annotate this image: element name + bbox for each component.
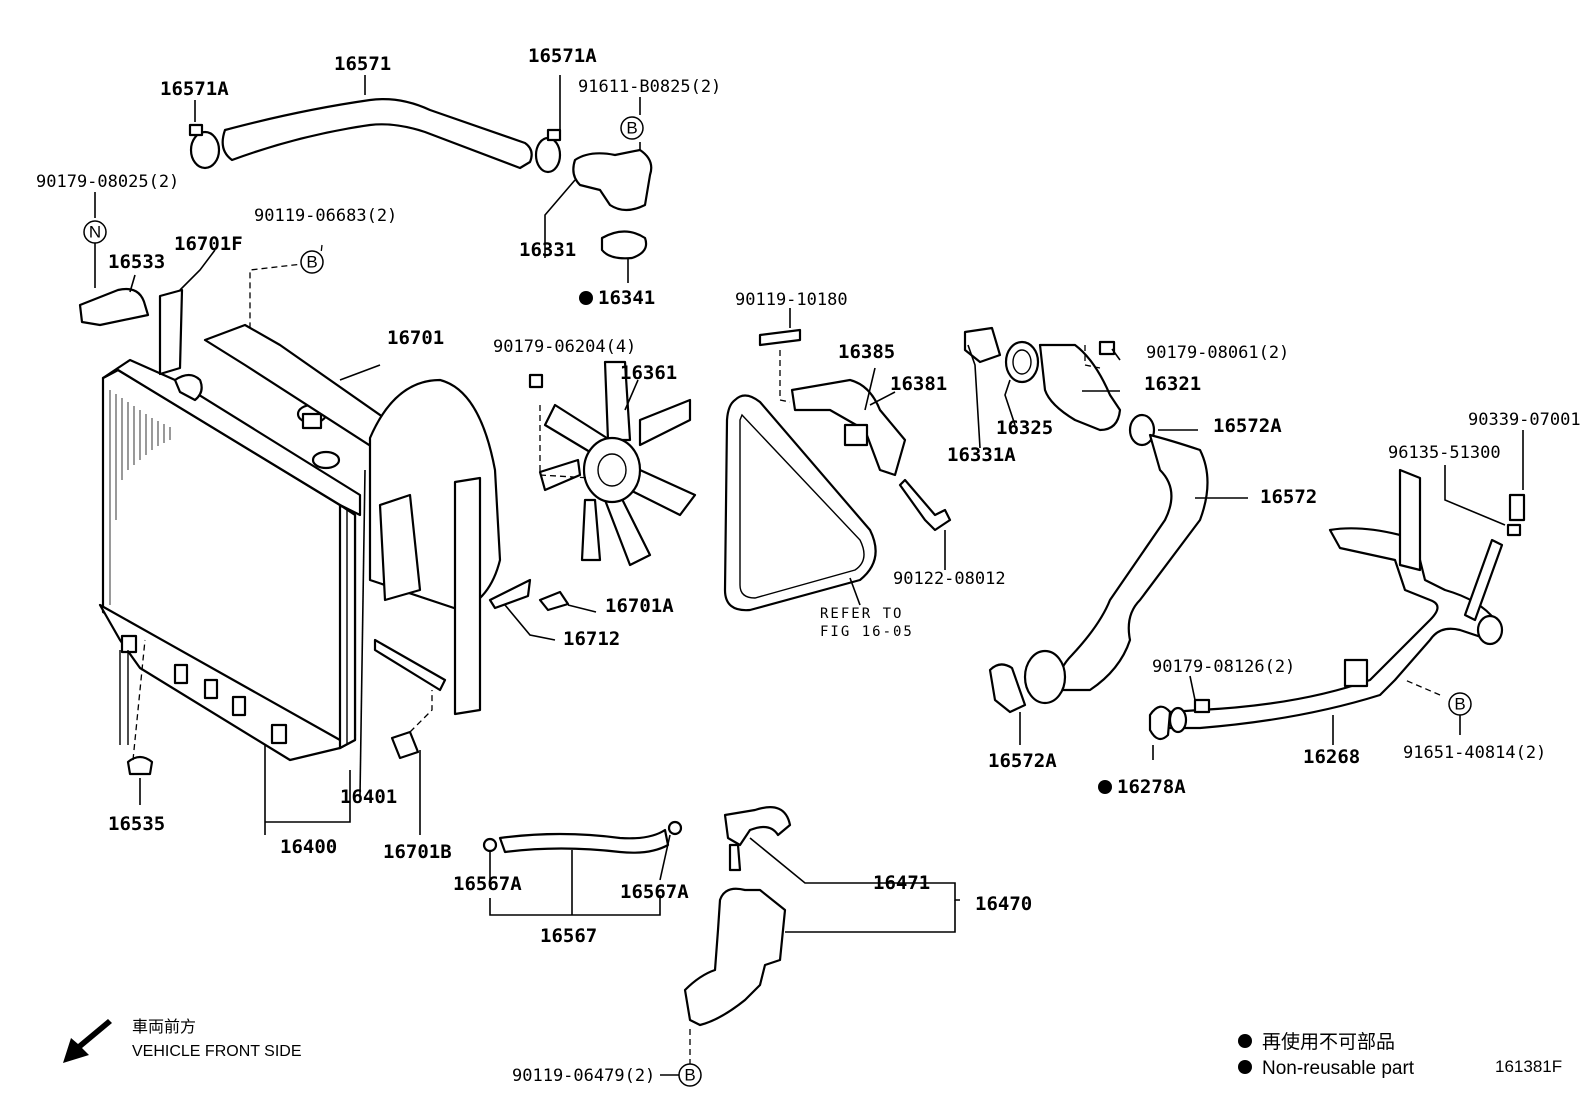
label-16321: 16321 [1144, 373, 1201, 395]
clip-16701A [538, 590, 570, 612]
figure-code: 161381F [1495, 1057, 1562, 1076]
radiator-fins [109, 390, 171, 605]
label-91611-B0825: 91611-B0825(2) [578, 77, 721, 97]
svg-text:B: B [1454, 695, 1465, 714]
label-16400: 16400 [280, 836, 337, 858]
label-16331A: 16331A [947, 444, 1016, 466]
gasket-16341 [600, 230, 648, 260]
legend-dot-1 [1238, 1034, 1252, 1048]
label-16385: 16385 [838, 341, 895, 363]
support-16533 [78, 287, 150, 327]
label-96135-51300: 96135-51300 [1388, 443, 1501, 463]
label-16572A-lower: 16572A [988, 750, 1057, 772]
label-16401: 16401 [340, 786, 397, 808]
hose-16567 [498, 828, 670, 854]
label-16701B: 16701B [383, 841, 452, 863]
label-90339-07001: 90339-07001 [1468, 410, 1581, 430]
label-16571: 16571 [334, 53, 391, 75]
legend-en: Non-reusable part [1262, 1058, 1415, 1079]
marker-b-91651: B [1448, 692, 1472, 716]
leader-lines [94, 75, 1524, 1076]
fan-16361 [538, 360, 697, 567]
label-16533: 16533 [108, 251, 165, 273]
label-16535: 16535 [108, 813, 165, 835]
legend-jp: 再使用不可部品 [1262, 1031, 1395, 1053]
bracket-16701F [158, 288, 184, 376]
label-16571A-right: 16571A [528, 45, 597, 67]
vehicle-front-arrow-icon [63, 1019, 112, 1063]
label-16701A: 16701A [605, 595, 674, 617]
svg-text:N: N [89, 223, 101, 242]
label-90179-08061: 90179-08061(2) [1146, 343, 1289, 363]
label-16470: 16470 [975, 893, 1032, 915]
label-16572A-upper: 16572A [1213, 415, 1282, 437]
clamp-16572A-upper [1128, 413, 1156, 447]
marker-n-90179-08025: N [83, 220, 107, 244]
marker-b-91611: B [620, 116, 644, 140]
label-16381: 16381 [890, 373, 947, 395]
pulley-16385 [843, 423, 869, 447]
cushion-16535 [126, 755, 154, 776]
cap-90339-07001 [1508, 493, 1526, 522]
clip-96135-51300 [1506, 523, 1522, 537]
fan-bolt [528, 373, 544, 389]
legend-dot-2 [1238, 1060, 1252, 1074]
label-16567A-left: 16567A [453, 873, 522, 895]
front-side-jp: 車両前方 [132, 1018, 196, 1036]
label-16571A-left: 16571A [160, 78, 229, 100]
refer-line2: FIG 16-05 [820, 624, 914, 640]
water-outlet-16331 [572, 148, 653, 212]
refer-line1: REFER TO [820, 606, 903, 622]
label-90119-06479: 90119-06479(2) [512, 1066, 655, 1086]
label-16567A-right: 16567A [620, 881, 689, 903]
label-16325: 16325 [996, 417, 1053, 439]
label-16361: 16361 [620, 362, 677, 384]
clip-16701B [390, 730, 420, 760]
svg-text:B: B [684, 1066, 695, 1085]
label-91651-40814: 91651-40814(2) [1403, 743, 1546, 763]
label-90122-08012: 90122-08012 [893, 569, 1006, 589]
bolt-90179-08126 [1193, 698, 1211, 714]
label-90119-10180: 90119-10180 [735, 290, 848, 310]
label-90119-06683: 90119-06683(2) [254, 206, 397, 226]
clamp-16567A-left [482, 837, 498, 853]
label-16268: 16268 [1303, 746, 1360, 768]
non-reusable-dot-16341 [579, 291, 593, 305]
label-16572: 16572 [1260, 486, 1317, 508]
bolt-90122-08012 [898, 478, 952, 532]
water-pipe-16268 [1166, 468, 1504, 730]
gasket-16278A [1148, 705, 1172, 741]
front-side-en: VEHICLE FRONT SIDE [132, 1043, 302, 1060]
label-16471: 16471 [873, 872, 930, 894]
label-16701: 16701 [387, 327, 444, 349]
clamp-16572A-lower [988, 663, 1027, 714]
hose-16572 [1057, 433, 1209, 692]
bolt-90179-08061 [1098, 340, 1116, 356]
bracket-16712 [488, 578, 532, 610]
marker-b-90119-06683: B [300, 250, 324, 274]
label-16341: 16341 [598, 287, 655, 309]
label-16712: 16712 [563, 628, 620, 650]
bolt-90119-10180 [758, 328, 802, 347]
water-inlet-16321 [963, 326, 1122, 432]
v-belt [723, 394, 877, 612]
clamp-16567A-right [667, 820, 683, 836]
label-16331: 16331 [519, 239, 576, 261]
radiator [98, 358, 362, 762]
svg-text:B: B [306, 253, 317, 272]
label-16567: 16567 [540, 925, 597, 947]
label-16278A: 16278A [1117, 776, 1186, 798]
upper-hose-16571 [188, 98, 562, 174]
label-90179-06204: 90179-06204(4) [493, 337, 636, 357]
label-90179-08126: 90179-08126(2) [1152, 657, 1295, 677]
label-16701F: 16701F [174, 233, 243, 255]
reservoir-16470 [683, 806, 792, 1027]
fan-shroud [203, 323, 502, 716]
svg-text:B: B [626, 119, 637, 138]
non-reusable-dot-16278A [1098, 780, 1112, 794]
label-90179-08025: 90179-08025(2) [36, 172, 179, 192]
marker-b-90119-06479: B [678, 1063, 702, 1087]
